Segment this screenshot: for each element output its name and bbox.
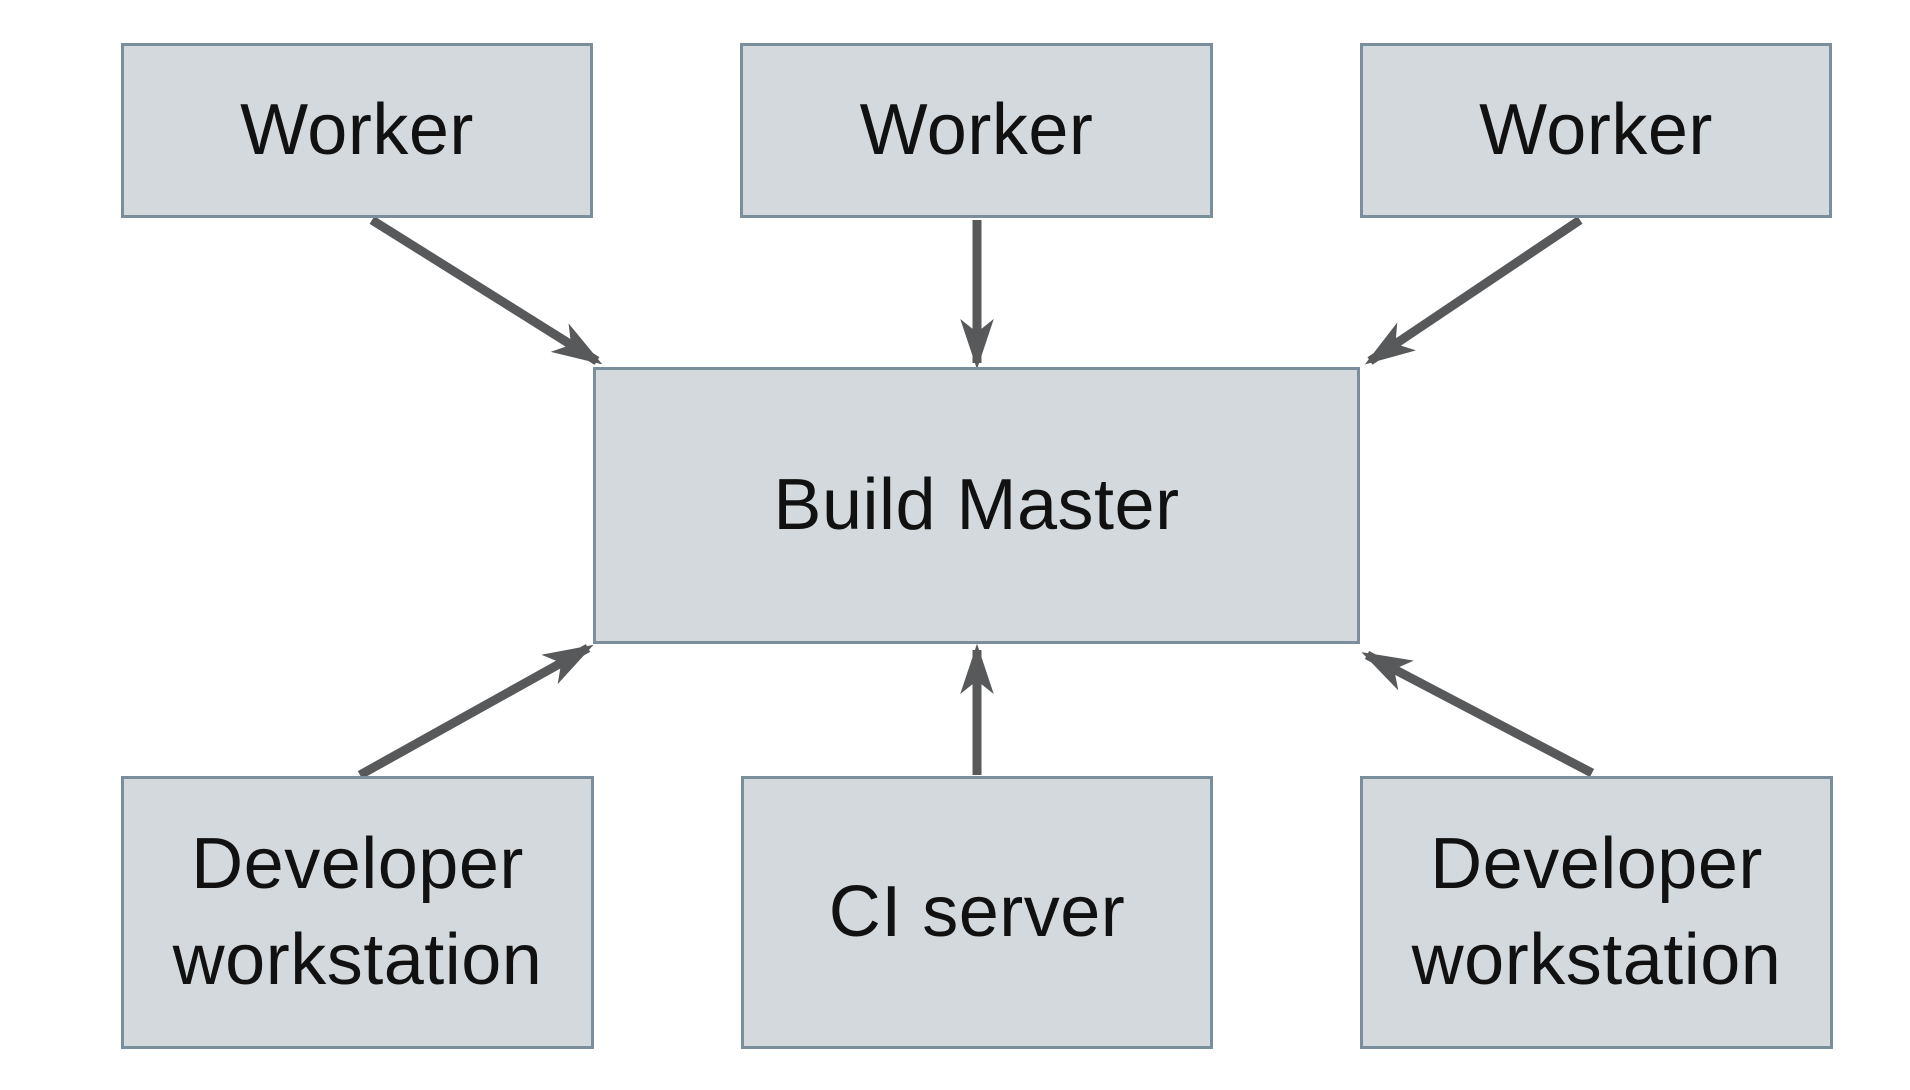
- arrow-worker-3-to-build-master: [1364, 216, 1583, 365]
- node-build-master-label: Build Master: [773, 464, 1180, 545]
- node-worker-2-label: Worker: [859, 89, 1094, 170]
- node-developer-workstation-left: Developer workstation: [121, 776, 594, 1049]
- node-developer-workstation-right-label: Developer workstation: [1411, 824, 1782, 1000]
- node-worker-3: Worker: [1360, 43, 1832, 218]
- arrow-developer-workstation-right-to-build-master: [1361, 651, 1595, 777]
- node-build-master: Build Master: [593, 367, 1360, 644]
- node-worker-1: Worker: [121, 43, 593, 218]
- node-worker-1-label: Worker: [240, 89, 474, 170]
- arrow-developer-workstation-left-to-build-master: [357, 644, 594, 779]
- arrow-worker-1-to-build-master: [369, 216, 603, 365]
- node-ci-server-label: CI server: [828, 871, 1126, 952]
- node-worker-3-label: Worker: [1479, 89, 1713, 170]
- node-ci-server: CI server: [741, 776, 1213, 1049]
- node-worker-2: Worker: [740, 43, 1213, 218]
- node-developer-workstation-left-label: Developer workstation: [172, 824, 543, 1000]
- node-developer-workstation-right: Developer workstation: [1360, 776, 1833, 1049]
